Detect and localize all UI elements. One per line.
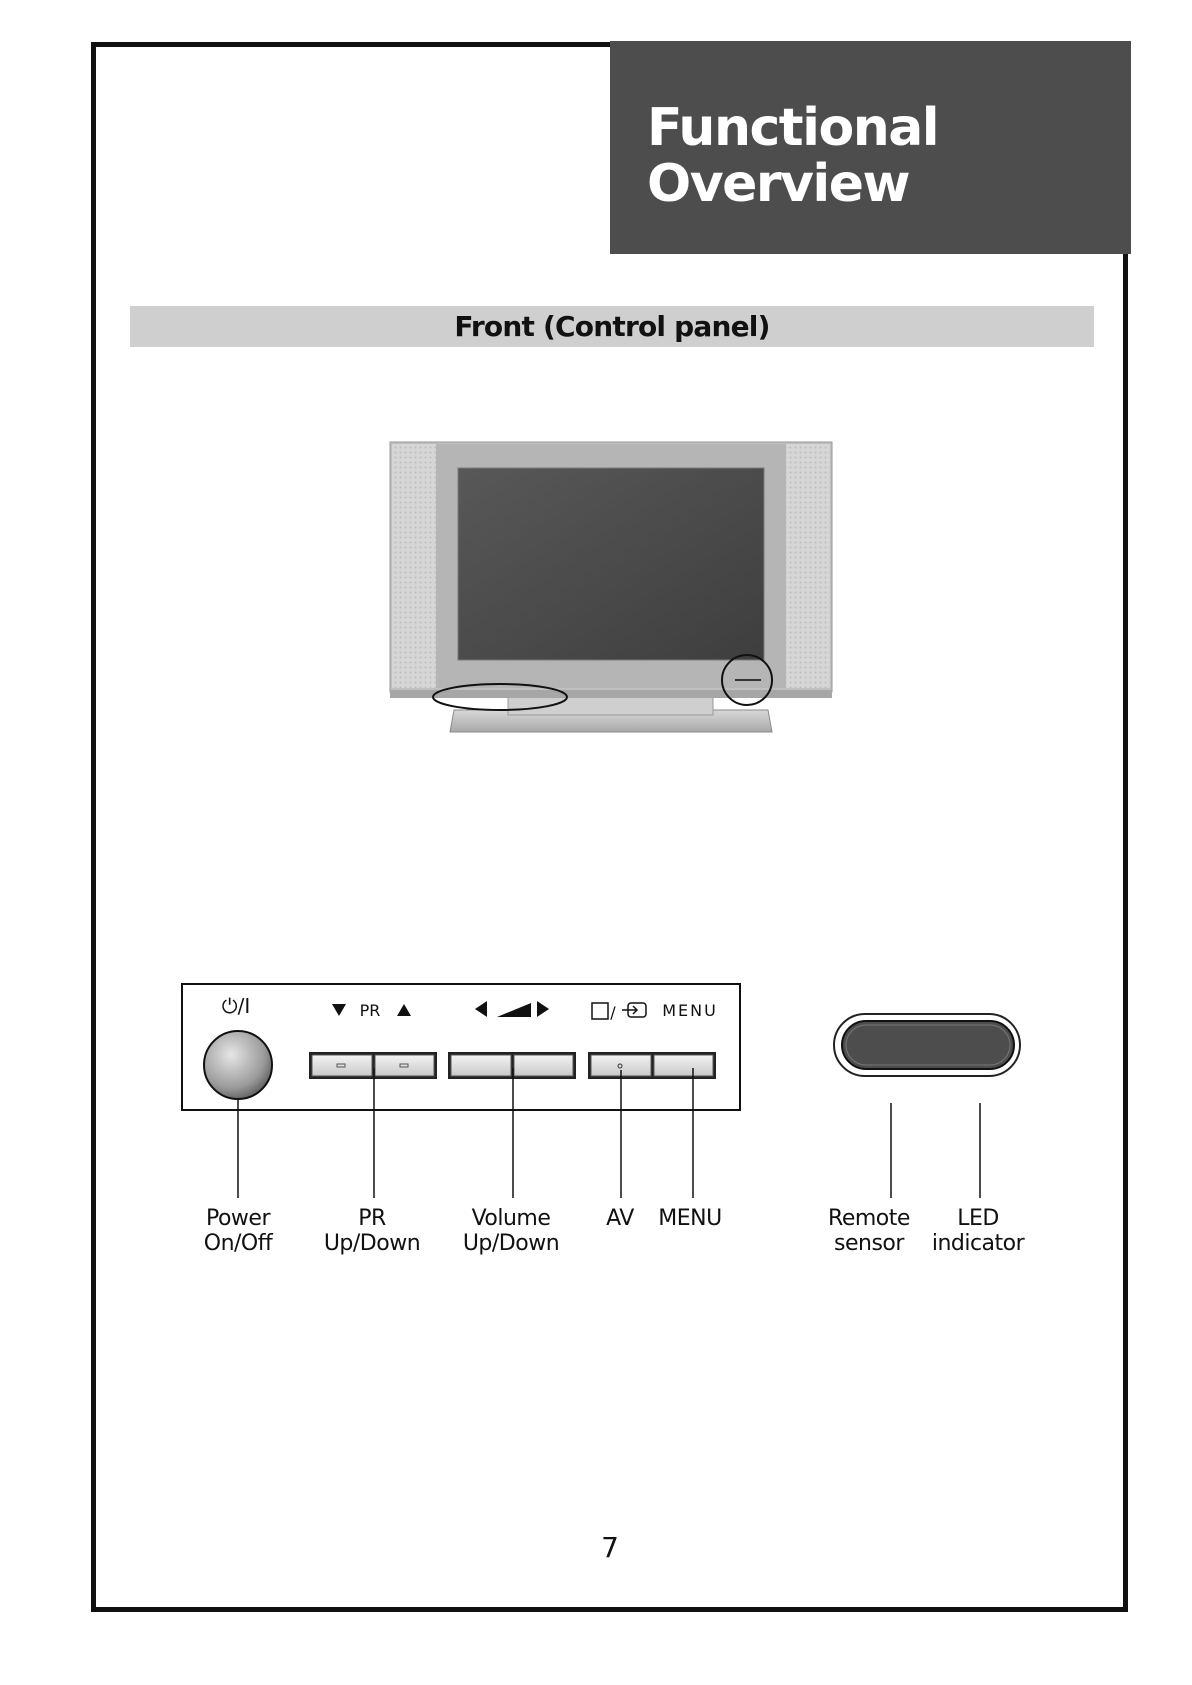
remote-sensor-callout-label: Remote sensor [822, 1206, 916, 1256]
volume-up-button [514, 1055, 573, 1076]
menu-button [654, 1055, 713, 1076]
power-callout-label: Power On/Off [188, 1206, 288, 1256]
pr-panel-label: PR [360, 1001, 381, 1020]
page-number: 7 [590, 1531, 630, 1564]
volume-down-button [451, 1055, 511, 1076]
av-callout-label: AV [595, 1206, 645, 1231]
led-indicator-callout-label: LED indicator [928, 1206, 1028, 1256]
volume-callout-label: Volume Up/Down [452, 1206, 570, 1256]
remote-sensor-window [842, 1021, 1014, 1069]
pr-down-button [312, 1055, 372, 1076]
menu-panel-label: MENU [662, 1001, 718, 1020]
power-button [204, 1031, 272, 1099]
menu-callout-label: MENU [650, 1206, 730, 1231]
pr-callout-label: PR Up/Down [314, 1206, 430, 1256]
pr-up-button [375, 1055, 434, 1076]
power-symbol-label: ⏻/I [222, 994, 250, 1018]
svg-text:/: / [610, 1003, 616, 1022]
